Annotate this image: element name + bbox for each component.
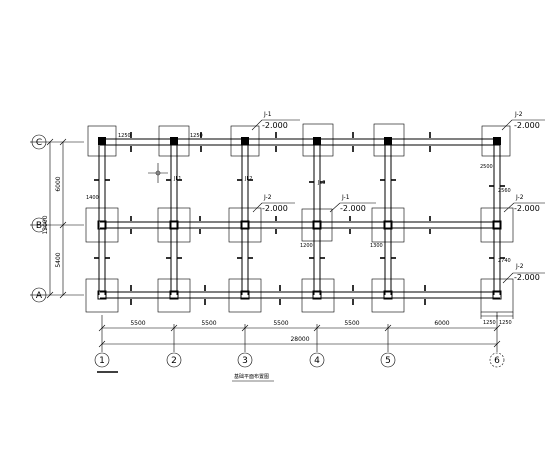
- local-dim-7: 2740: [498, 258, 511, 264]
- bottom-span-5: 6000: [434, 320, 449, 327]
- callout-3-id: J-2: [263, 194, 272, 201]
- axis-bubbles-left: C B A: [30, 134, 47, 303]
- callout-5-id: J-2: [515, 194, 524, 201]
- section-marks: [94, 132, 505, 305]
- beam-tag-3: JL3: [317, 180, 325, 186]
- local-dim-8: 1300: [370, 243, 383, 249]
- axis-label-c: C: [36, 138, 42, 148]
- drawing-caption: 基础平面布置图: [234, 373, 269, 380]
- right-offset-1: 1250: [483, 320, 496, 326]
- callout-3-elev: -2.000: [262, 204, 288, 213]
- local-dim-3: 2500: [480, 164, 493, 170]
- left-span-upper: 6000: [55, 176, 62, 191]
- beam-tag-2: JL2: [244, 176, 252, 182]
- right-offset-2: 1250: [499, 320, 512, 326]
- callout-5-elev: -2.000: [514, 204, 540, 213]
- callout-1-elev: -2.000: [262, 121, 288, 130]
- axis-bubbles-bottom: 1 2 3 4 5 6: [94, 352, 505, 368]
- local-dim-1: 1250: [118, 133, 131, 139]
- beam-tag-1: JL1: [173, 176, 181, 182]
- callout-2-id: J-2: [514, 111, 523, 118]
- local-dim-5: 1200: [300, 243, 313, 249]
- crosshair-marker: [148, 163, 168, 183]
- axis-label-1: 1: [99, 356, 105, 366]
- callout-6-id: J-2: [515, 263, 524, 270]
- local-dim-6: 2560: [498, 188, 511, 194]
- callout-1-id: J-1: [263, 111, 272, 118]
- local-dim-2: 1250: [190, 133, 203, 139]
- callout-2-elev: -2.000: [514, 121, 540, 130]
- callout-4-id: J-1: [341, 194, 350, 201]
- bottom-span-3: 5500: [273, 320, 288, 327]
- bottom-span-4: 5500: [344, 320, 359, 327]
- axis-label-4: 4: [314, 356, 320, 366]
- left-dimension-lines: [46, 138, 84, 299]
- local-dimensions: 1250 1250 2500 1400 1200 2560 2740 1300 …: [86, 133, 511, 264]
- bottom-total-dim: 28000: [290, 336, 309, 343]
- axis-label-3: 3: [242, 356, 248, 366]
- axis-label-b: B: [36, 221, 42, 231]
- ground-beams: [98, 138, 501, 299]
- footing-callouts: J-1 -2.000 J-2 -2.000 J-2 -2.000 J-1 -2.…: [251, 111, 545, 284]
- callout-4-elev: -2.000: [340, 204, 366, 213]
- bottom-span-2: 5500: [201, 320, 216, 327]
- callout-6-elev: -2.000: [514, 273, 540, 282]
- axis-label-5: 5: [385, 356, 391, 366]
- axis-label-a: A: [36, 291, 43, 301]
- axis-label-6: 6: [494, 356, 500, 366]
- left-span-lower: 5400: [55, 252, 62, 267]
- axis-label-2: 2: [171, 356, 177, 366]
- local-dim-4: 1400: [86, 195, 99, 201]
- right-offset-dims: [480, 312, 514, 319]
- footings: [85, 123, 514, 313]
- bottom-span-1: 5500: [130, 320, 145, 327]
- bottom-dimension-lines: [98, 315, 501, 352]
